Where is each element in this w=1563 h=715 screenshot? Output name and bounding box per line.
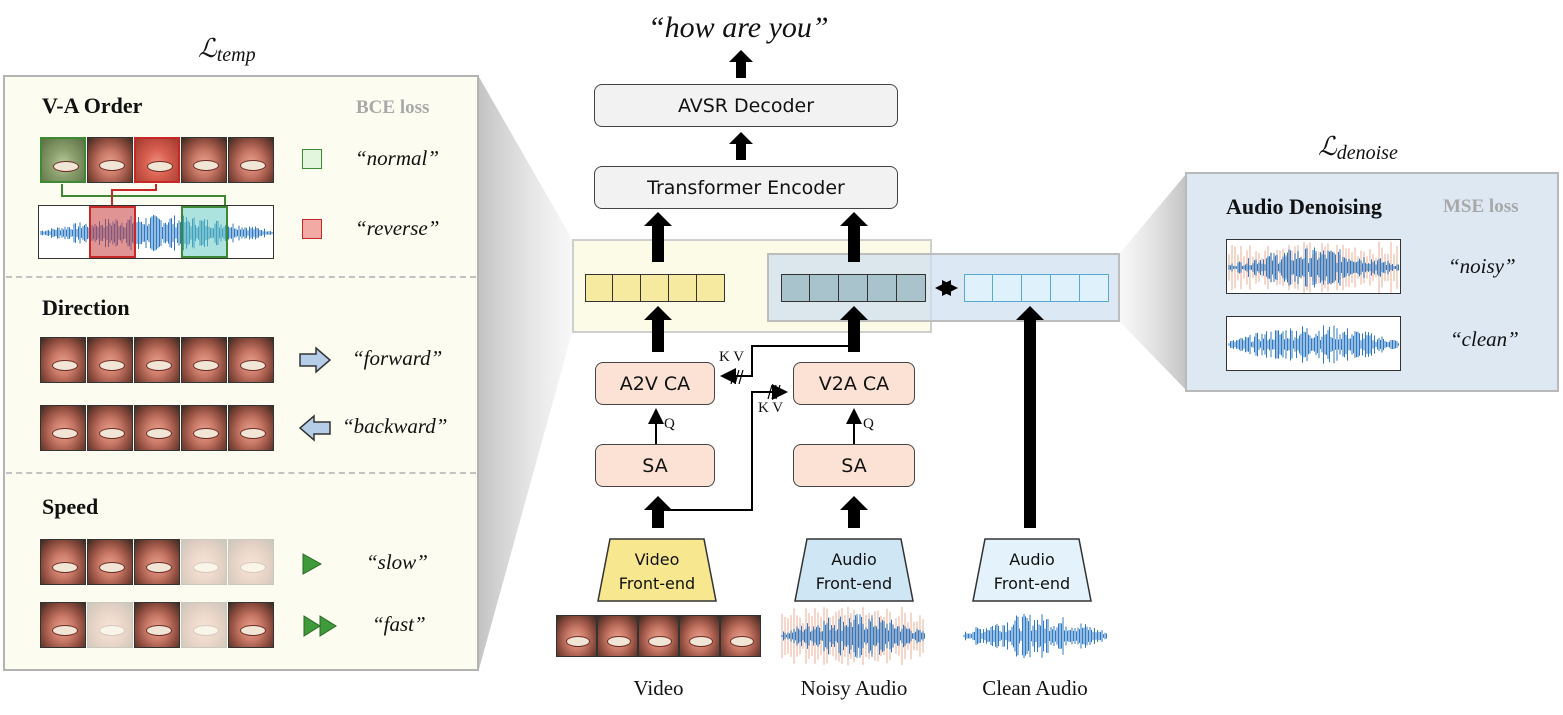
visual-self-attention-box: SA (595, 444, 715, 487)
output-transcript: “how are you” (648, 11, 829, 44)
input-video-frames (556, 615, 761, 658)
audio-denoising-title: Audio Denoising (1226, 194, 1382, 219)
slow-frame-strip (40, 539, 275, 586)
audio-token-strip (781, 274, 926, 302)
fast-label: “fast” (372, 612, 426, 636)
clean-waveform-box (1226, 316, 1401, 371)
fast-frame-strip (40, 602, 275, 649)
speed-title: Speed (42, 494, 99, 519)
section-divider (6, 472, 476, 474)
video-input-label: Video (633, 676, 684, 700)
direction-title: Direction (42, 295, 130, 320)
va-order-waveform (38, 205, 274, 259)
slow-label: “slow” (366, 550, 428, 574)
section-divider (6, 276, 476, 278)
reverse-class-swatch (302, 219, 322, 239)
kv-label-a2v: K V (719, 349, 745, 365)
reverse-label: “reverse” (355, 216, 440, 240)
q-label-visual: Q (664, 416, 675, 432)
a2v-cross-attention-box: A2V CA (595, 362, 715, 405)
audio-frontend-trapezoid (794, 538, 914, 602)
clean-label: “clean” (1450, 327, 1519, 351)
noisy-audio-waveform (780, 605, 928, 667)
video-frontend-trapezoid (597, 538, 717, 602)
audio-self-attention-box: SA (793, 444, 915, 487)
normal-label: “normal” (355, 146, 440, 170)
clean-audio-input-label: Clean Audio (982, 676, 1088, 700)
clean-audio-frontend-trapezoid (972, 538, 1092, 602)
va-order-title: V-A Order (42, 93, 143, 118)
noisy-waveform-box (1226, 239, 1401, 294)
forward-frame-strip (40, 337, 275, 384)
denoise-loss-label: ℒdenoise (1318, 132, 1398, 165)
va-order-frame-strip (40, 137, 275, 184)
temporal-loss-label: ℒtemp (198, 34, 256, 67)
avsr-decoder-box: AVSR Decoder (594, 84, 898, 127)
transformer-encoder-box: Transformer Encoder (594, 166, 898, 209)
normal-class-swatch (302, 149, 322, 169)
clean-audio-waveform (962, 605, 1110, 667)
forward-label: “forward” (352, 346, 443, 370)
backward-frame-strip (40, 405, 275, 452)
noisy-label: “noisy” (1448, 254, 1516, 278)
mse-loss-label: MSE loss (1443, 196, 1519, 217)
bce-loss-label: BCE loss (356, 97, 430, 118)
forward-arrow-icon (299, 346, 332, 374)
noisy-audio-input-label: Noisy Audio (800, 676, 908, 700)
q-label-audio: Q (863, 416, 874, 432)
fast-forward-icon (303, 615, 337, 637)
clean-token-strip (964, 274, 1109, 302)
va-order-connectors (61, 184, 226, 206)
visual-token-strip (585, 274, 725, 302)
backward-label: “backward” (342, 414, 448, 438)
kv-label-v2a: K V (758, 400, 784, 416)
v2a-cross-attention-box: V2A CA (793, 362, 915, 405)
backward-arrow-icon (298, 414, 331, 442)
play-slow-icon (302, 553, 323, 575)
